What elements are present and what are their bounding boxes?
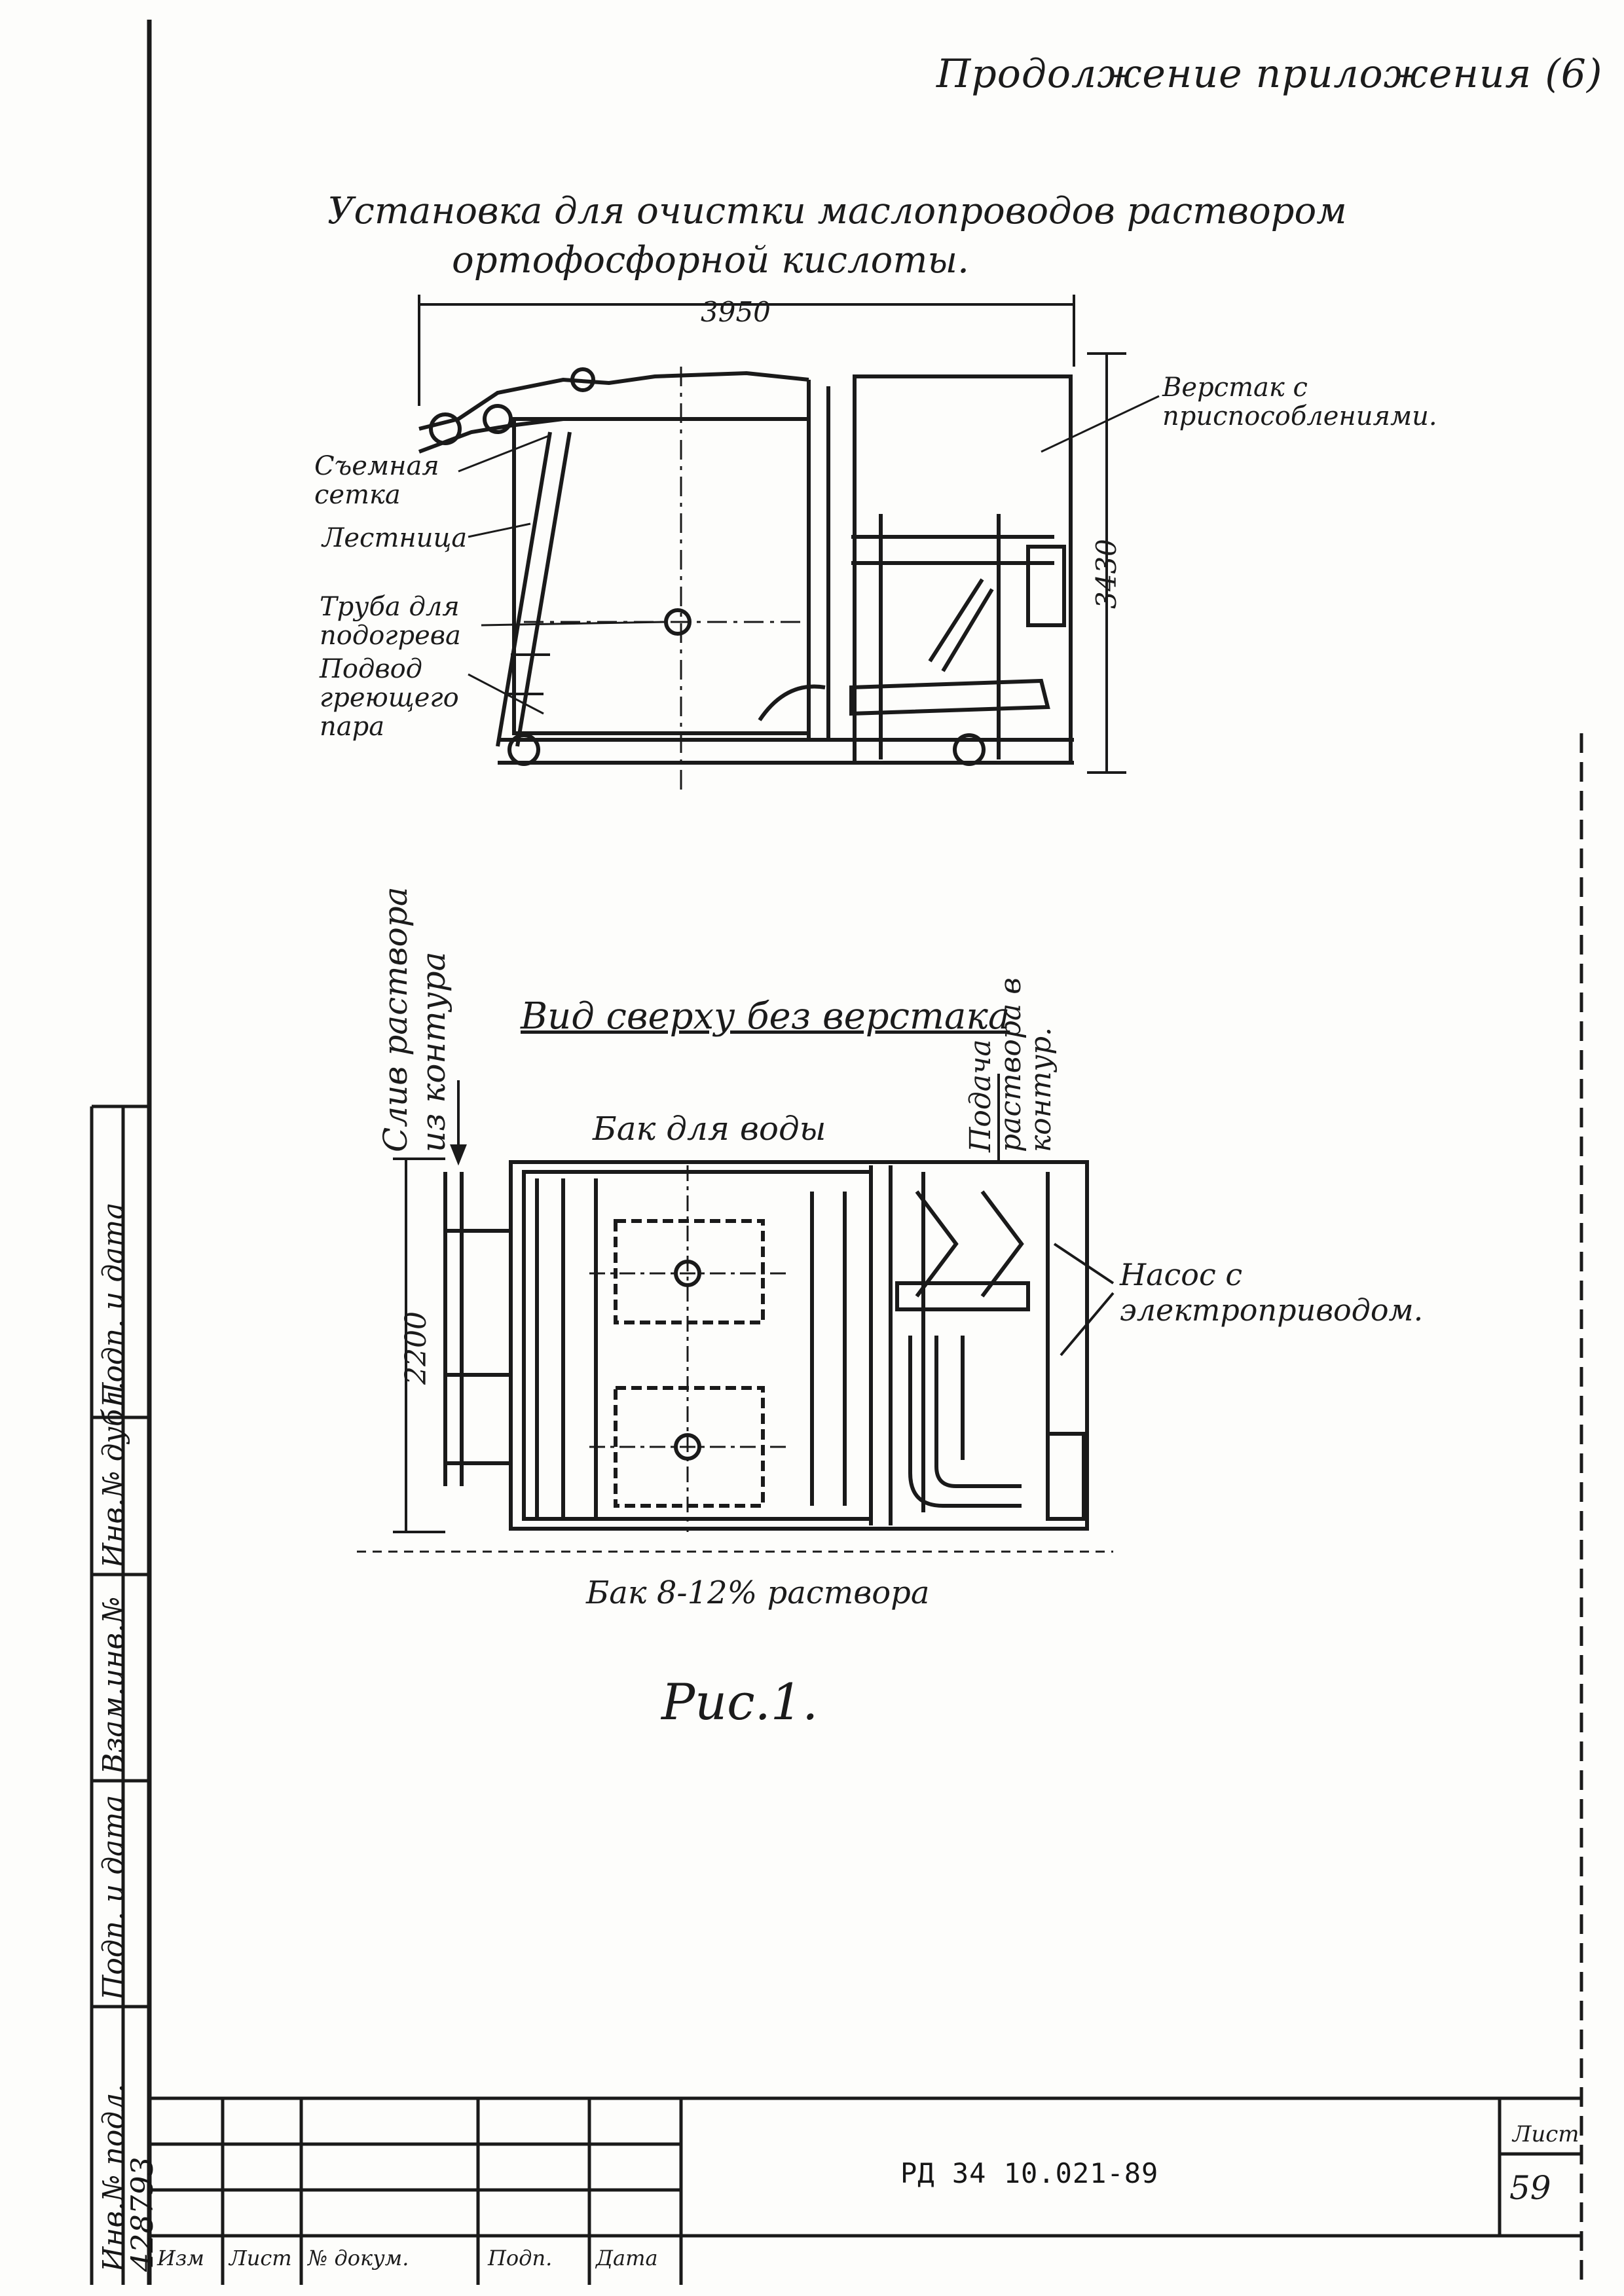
document-code: РД 34 10.021-89	[900, 2157, 1159, 2189]
dimension-height: 3430	[1090, 539, 1122, 609]
label-solution-drain: Слив раствора из контура	[377, 886, 452, 1152]
label-pump: Насос с электроприводом.	[1120, 1257, 1424, 1328]
sheet-label: Лист	[1513, 2121, 1579, 2147]
label-workbench: Верстак с приспособлениями.	[1162, 373, 1437, 431]
stamp-inventory-number: 428793	[124, 2157, 160, 2272]
sheet-number: 59	[1509, 2169, 1551, 2207]
label-steam-supply: Подвод греющего пара	[320, 654, 459, 742]
plan-view-title: Вид сверху без верстака	[521, 995, 1010, 1038]
label-solution-feed: Подача раствора в контур.	[964, 977, 1058, 1152]
stamp-sign-date-1: Подп. и дата	[97, 1202, 130, 1408]
title-block-col-revision: Изм	[157, 2246, 204, 2270]
label-ladder: Лестница	[322, 523, 468, 553]
stamp-sign-date-2: Подп. и дата	[97, 1795, 130, 2000]
figure-title-line2: ортофосфорной кислоты.	[452, 239, 969, 282]
title-block-col-signature: Подп.	[488, 2246, 553, 2270]
label-heating-pipe: Труба для подогрева	[320, 592, 461, 651]
stamp-replacement-inventory: Взам.инв.№	[97, 1596, 130, 1774]
appendix-continuation-note: Продолжение приложения (6)	[936, 51, 1603, 97]
title-block-col-doc-number: № докум.	[308, 2246, 409, 2270]
dimension-2200: 2200	[399, 1311, 433, 1385]
label-solution-tank: Бак 8-12% раствора	[586, 1575, 930, 1611]
stamp-dup-inventory: Инв.№ дубл.	[97, 1381, 130, 1568]
title-block-col-date: Дата	[596, 2246, 658, 2270]
label-water-tank: Бак для воды	[593, 1110, 826, 1148]
title-block-col-sheet: Лист	[229, 2246, 292, 2270]
figure-title-line1: Установка для очистки маслопроводов раст…	[327, 190, 1347, 232]
label-removable-mesh: Съемная сетка	[314, 451, 439, 510]
figure-caption: Рис.1.	[661, 1673, 819, 1731]
dimension-width: 3950	[701, 296, 771, 328]
